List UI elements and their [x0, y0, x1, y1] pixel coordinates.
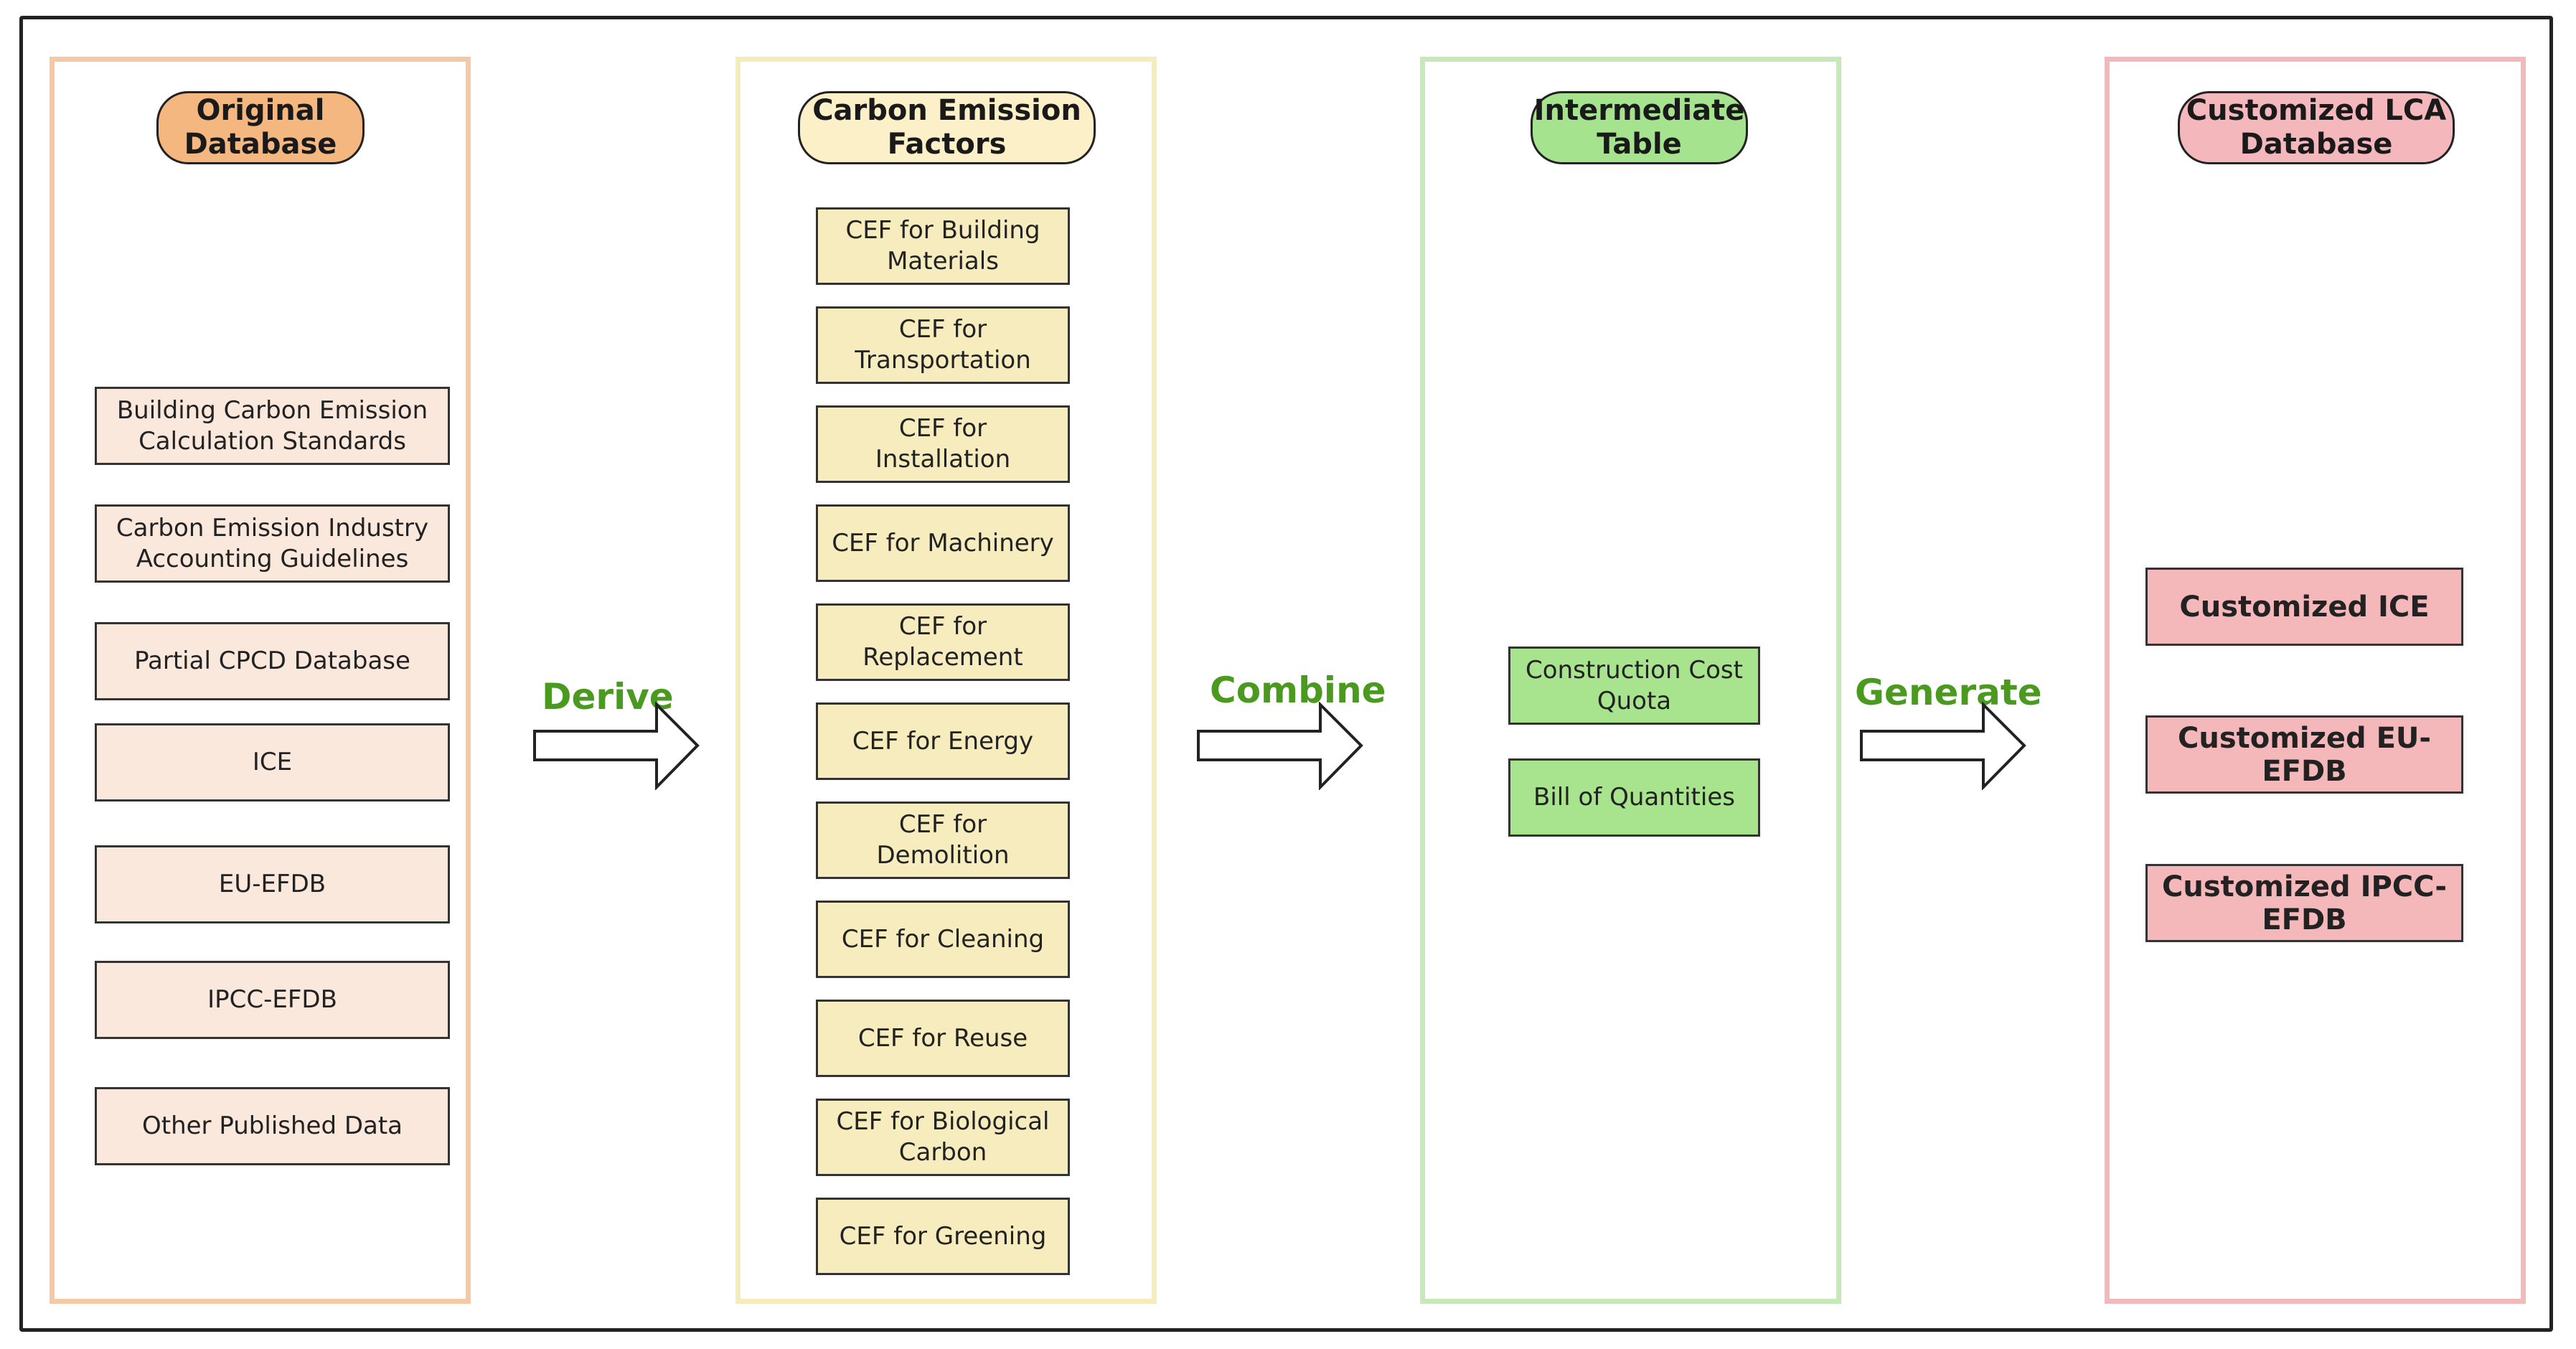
original-database-title: Original Database	[156, 91, 365, 164]
cef-cleaning-box: CEF for Cleaning	[816, 901, 1070, 978]
derive-label: Derive	[542, 676, 674, 718]
cef-machinery-box: CEF for Machinery	[816, 504, 1070, 582]
customized-ice-box: Customized ICE	[2145, 568, 2463, 646]
ipcc-efdb-box: IPCC-EFDB	[95, 961, 450, 1039]
combine-label: Combine	[1210, 669, 1386, 711]
construction-cost-quota-box: Construction Cost Quota	[1508, 647, 1760, 725]
cef-demolition-box: CEF for Demolition	[816, 802, 1070, 879]
carbon-emission-factors-title: Carbon Emission Factors	[798, 91, 1096, 164]
generate-arrow-icon	[1860, 702, 2026, 790]
customized-eu-efdb-box: Customized EU-EFDB	[2145, 715, 2463, 794]
generate-label: Generate	[1855, 672, 2042, 713]
original-database-column: Original Database Building Carbon Emissi…	[50, 57, 471, 1304]
cef-biological-carbon-box: CEF for Biological Carbon	[816, 1099, 1070, 1176]
cef-energy-box: CEF for Energy	[816, 702, 1070, 780]
building-carbon-emission-standards-box: Building Carbon Emission Calculation Sta…	[95, 387, 450, 465]
intermediate-table-column: Intermediate Table Construction Cost Quo…	[1420, 57, 1841, 1304]
customized-lca-database-title: Customized LCA Database	[2178, 91, 2455, 164]
ice-box: ICE	[95, 723, 450, 802]
cef-greening-box: CEF for Greening	[816, 1198, 1070, 1275]
cef-reuse-box: CEF for Reuse	[816, 1000, 1070, 1077]
cef-transportation-box: CEF for Transportation	[816, 306, 1070, 384]
diagram-frame	[19, 16, 2553, 1332]
customized-lca-database-column: Customized LCA Database Customized ICE C…	[2105, 57, 2526, 1304]
carbon-emission-guidelines-box: Carbon Emission Industry Accounting Guid…	[95, 504, 450, 583]
cef-replacement-box: CEF for Replacement	[816, 603, 1070, 681]
derive-arrow-icon	[533, 702, 700, 790]
cef-building-materials-box: CEF for Building Materials	[816, 207, 1070, 285]
partial-cpcd-database-box: Partial CPCD Database	[95, 622, 450, 700]
cef-installation-box: CEF for Installation	[816, 405, 1070, 483]
eu-efdb-box: EU-EFDB	[95, 845, 450, 923]
bill-of-quantities-box: Bill of Quantities	[1508, 758, 1760, 837]
other-published-data-box: Other Published Data	[95, 1087, 450, 1165]
customized-ipcc-efdb-box: Customized IPCC-EFDB	[2145, 864, 2463, 942]
carbon-emission-factors-column: Carbon Emission Factors CEF for Building…	[735, 57, 1157, 1304]
combine-arrow-icon	[1197, 702, 1363, 790]
intermediate-table-title: Intermediate Table	[1531, 91, 1748, 164]
